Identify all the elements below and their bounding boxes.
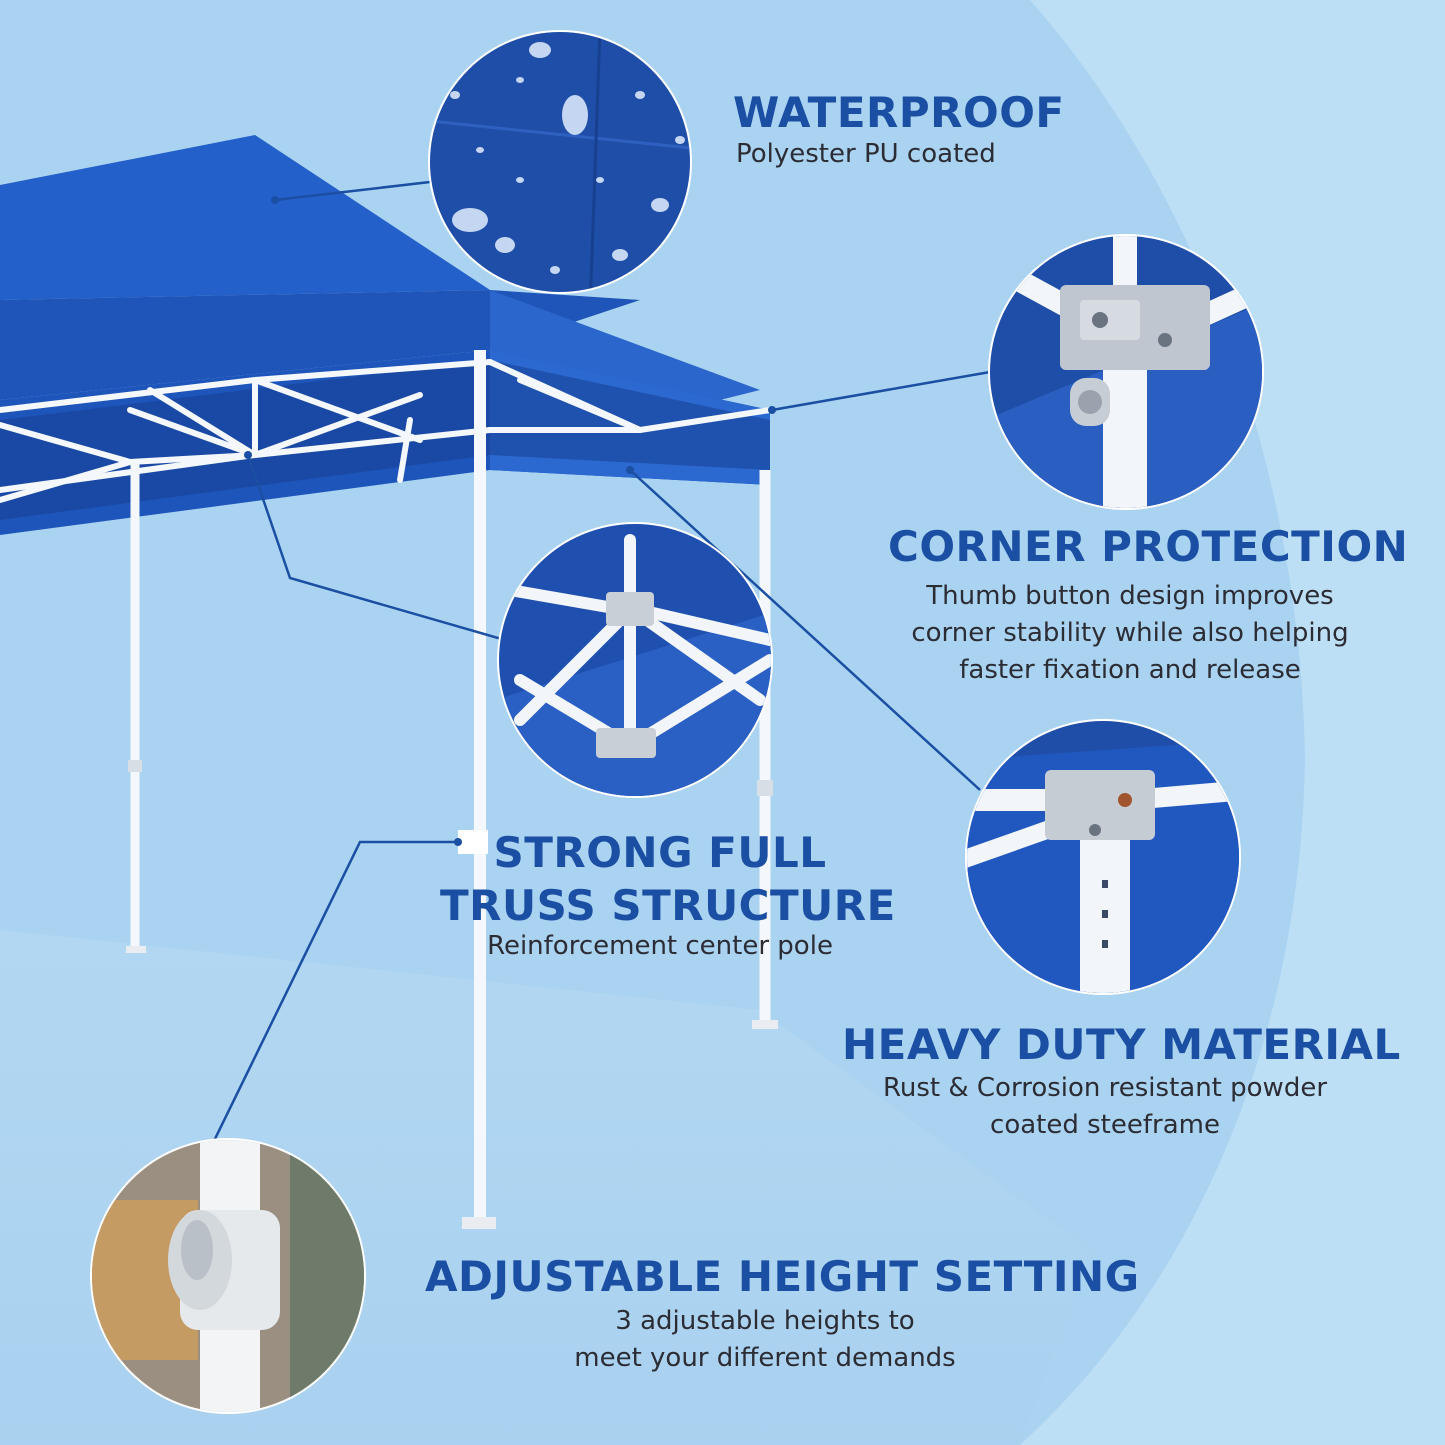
heavy-duty-desc: Rust & Corrosion resistant powder coated… [850,1070,1360,1144]
corner-protection-desc: Thumb button design improves corner stab… [880,578,1380,689]
heavy-duty-detail-image [965,719,1241,995]
truss-title: STRONG FULL TRUSS STRUCTURE [440,826,896,932]
leader-dots [244,196,776,846]
leader-lines [210,180,991,1146]
corner-desc-line: corner stability while also helping [911,618,1349,648]
truss-title-line: TRUSS STRUCTURE [440,881,896,930]
truss-detail-image [497,522,773,798]
truss-desc: Reinforcement center pole [487,931,833,961]
adjustable-height-desc: 3 adjustable heights to meet your differ… [505,1303,1025,1377]
adjustable-desc-line: 3 adjustable heights to [615,1306,915,1336]
canopy-tent [0,135,778,1229]
waterproof-title: WATERPROOF [733,88,1065,137]
corner-desc-line: faster fixation and release [959,655,1301,685]
waterproof-desc: Polyester PU coated [736,139,996,169]
corner-detail-image [988,234,1264,510]
adjustable-desc-line: meet your different demands [574,1343,956,1373]
heavy-desc-line: Rust & Corrosion resistant powder [882,1073,1328,1103]
adjustable-height-title: ADJUSTABLE HEIGHT SETTING [425,1252,1140,1301]
truss-title-line: STRONG FULL [493,828,827,877]
heavy-desc-line: coated steeframe [990,1110,1220,1140]
corner-protection-title: CORNER PROTECTION [888,522,1409,571]
heavy-duty-title: HEAVY DUTY MATERIAL [842,1020,1401,1069]
corner-desc-line: Thumb button design improves [926,581,1334,611]
waterproof-detail-image [428,30,692,294]
adjustable-detail-image [90,1138,366,1414]
